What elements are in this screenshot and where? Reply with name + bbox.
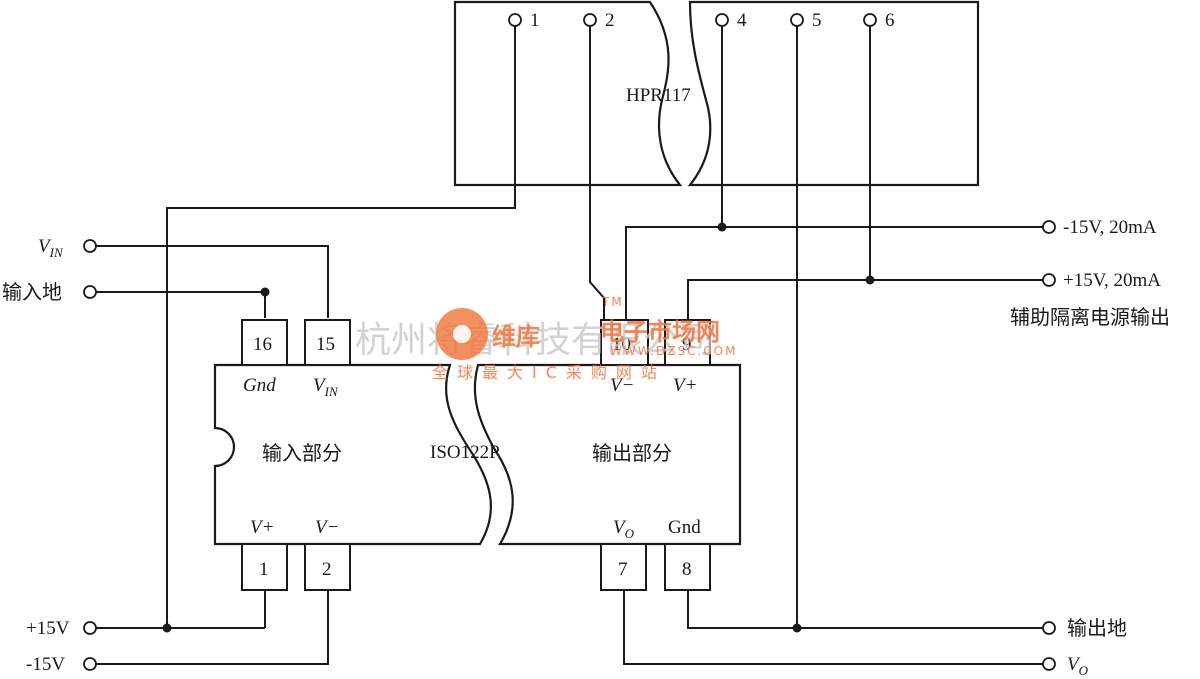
- terminal-minus15-label: -15V: [26, 654, 65, 675]
- junction-plus15: [162, 623, 172, 633]
- pin-9-box: [664, 319, 711, 366]
- terminal-input-ground-circle: [83, 285, 97, 299]
- pin-vin-label-sub: IN: [324, 384, 339, 399]
- pin-15-box: [304, 319, 351, 366]
- hpr117-body-right: [687, 0, 980, 187]
- watermark-company: 杭州将睿科技有限公司: [355, 320, 715, 361]
- hpr117-pin1-label: 1: [530, 10, 540, 31]
- wire-aux-minus-rail: [625, 226, 1043, 320]
- hpr117-pin5-circle: [790, 13, 804, 27]
- terminal-vo-sub: O: [1079, 663, 1089, 678]
- watermark: 杭州将睿科技有限公司 维库 电子市场网 TM WWW.DZSC.COM 全球最大…: [355, 295, 737, 382]
- terminal-aux-minus-circle: [1042, 220, 1056, 234]
- terminal-vo-label: VO: [1067, 654, 1089, 678]
- watermark-logo-inner: [453, 325, 471, 343]
- pin-7-box: [600, 543, 647, 591]
- pin-9-number: 9: [682, 334, 692, 355]
- hpr117-pin4-circle: [715, 13, 729, 27]
- pin-8-number: 8: [682, 559, 692, 580]
- pin-gnd-output-label: Gnd: [668, 517, 701, 538]
- pin-vin-label-main: V: [313, 375, 327, 396]
- iso122p-label: ISO122P: [430, 442, 500, 463]
- hpr117-pin2-circle: [583, 13, 597, 27]
- pin-15-number: 15: [316, 334, 335, 355]
- wire-input-ground: [96, 291, 266, 318]
- pin-vo-label-main: V: [613, 517, 627, 538]
- wire-output-ground-rail: [687, 590, 1043, 629]
- terminal-vin-main: V: [38, 236, 52, 257]
- junction-aux-plus: [865, 275, 875, 285]
- wire-aux-plus-rail: [687, 279, 1043, 320]
- iso122p-input-body: [213, 363, 492, 546]
- watermark-slogan: 全球最大IC采购网站: [432, 363, 666, 382]
- hpr117-label: HPR117: [626, 85, 691, 106]
- terminal-plus15-label: +15V: [26, 618, 70, 639]
- pin-vo-label-sub: O: [625, 526, 635, 541]
- watermark-brand: 维库: [492, 323, 540, 351]
- pin-vplus-input-label: V+: [250, 517, 274, 538]
- terminal-output-ground-circle: [1042, 621, 1056, 635]
- pin-1-box: [241, 543, 288, 591]
- pin-8-box: [664, 543, 711, 591]
- terminal-vo-circle: [1042, 657, 1056, 671]
- hpr117-body-left: [453, 0, 683, 187]
- pin-2-number: 2: [322, 559, 332, 580]
- terminal-output-ground-label: 输出地: [1067, 616, 1127, 640]
- pin-gnd-input-label: Gnd: [243, 375, 276, 396]
- terminal-vo-main: V: [1067, 654, 1081, 675]
- junction-output-ground: [792, 623, 802, 633]
- pin-vminus-input-label: V−: [315, 517, 339, 538]
- wire-hpr-pin2-to-iso-pin10: [589, 26, 605, 320]
- wire-vo-rail: [623, 590, 1043, 665]
- pin-10-box: [600, 319, 649, 366]
- watermark-market: 电子市场网: [600, 318, 720, 346]
- terminal-aux-plus-circle: [1042, 273, 1056, 287]
- terminal-input-ground-label: 输入地: [2, 280, 62, 304]
- iso122p-chip: ISO122P 输入部分 输出部分 16 Gnd 15 VIN 1 V+ 2 V…: [213, 319, 742, 591]
- watermark-tm: TM: [601, 295, 624, 309]
- input-section-title: 输入部分: [262, 441, 342, 465]
- terminal-vin-circle: [83, 239, 97, 253]
- wire-minus15-rail: [96, 590, 329, 665]
- pin-2-box: [304, 543, 351, 591]
- pin-vin-label: VIN: [313, 375, 339, 399]
- wires: [96, 26, 1043, 665]
- hpr117-pin6-circle: [863, 13, 877, 27]
- watermark-site: WWW.DZSC.COM: [610, 344, 737, 358]
- terminals: VIN 输入地 +15V -15V -15V, 20mA +15V, 20mA …: [2, 217, 1170, 678]
- pin-1-number: 1: [259, 559, 269, 580]
- wire-hpr-pin1-to-plus15: [166, 26, 516, 628]
- junction-aux-minus: [717, 222, 727, 232]
- output-section-title: 输出部分: [592, 441, 672, 465]
- hpr117-pin5-label: 5: [812, 10, 822, 31]
- pin-vplus-output-label: V+: [673, 375, 697, 396]
- junction-input-ground: [260, 287, 270, 297]
- hpr117-module: HPR117 1 2 4 5 6: [453, 0, 980, 187]
- pin-16-box: [241, 319, 288, 366]
- pin-vminus-output-label: V−: [610, 375, 634, 396]
- pin-7-number: 7: [618, 559, 628, 580]
- terminal-aux-plus-label: +15V, 20mA: [1063, 270, 1161, 291]
- hpr117-pin2-label: 2: [605, 10, 615, 31]
- wire-vin: [96, 245, 329, 318]
- hpr117-pin1-circle: [508, 13, 522, 27]
- aux-supply-caption: 辅助隔离电源输出: [1010, 305, 1170, 329]
- pin-10-number: 10: [612, 334, 631, 355]
- iso122p-output-body: [473, 363, 742, 546]
- hpr117-pin4-label: 4: [737, 10, 747, 31]
- terminal-vin-sub: IN: [49, 245, 64, 260]
- pin-16-number: 16: [253, 334, 272, 355]
- terminal-minus15-circle: [83, 657, 97, 671]
- pin-vo-label: VO: [613, 517, 635, 541]
- hpr117-pin6-label: 6: [885, 10, 895, 31]
- terminal-vin-label: VIN: [38, 236, 64, 260]
- terminal-plus15-circle: [83, 621, 97, 635]
- terminal-aux-minus-label: -15V, 20mA: [1063, 217, 1157, 238]
